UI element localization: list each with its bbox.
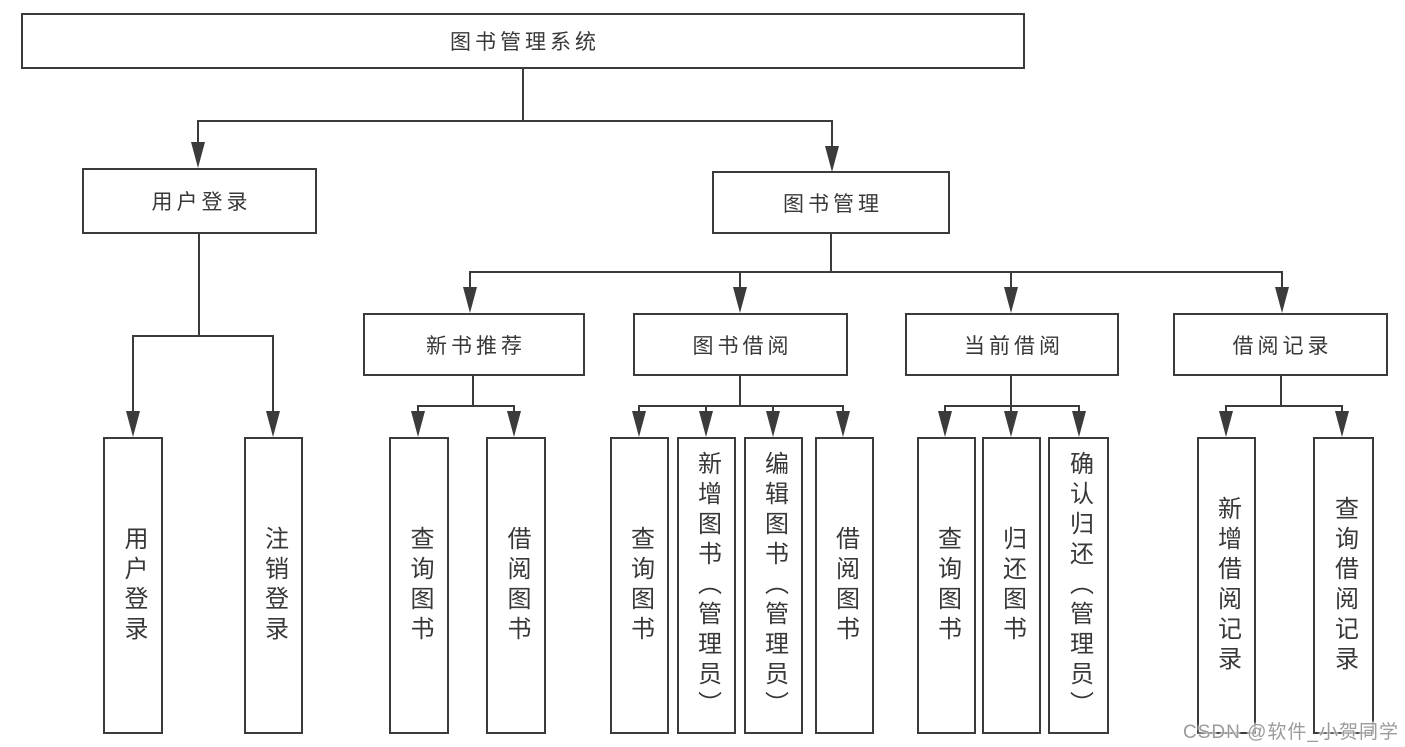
connector-line	[469, 271, 1283, 273]
watermark: CSDN @软件_小贺同学	[1183, 722, 1399, 743]
connector-line	[842, 405, 844, 414]
leaf-add-borrow-record: 新增借阅记录	[1197, 437, 1256, 734]
leaf-logout: 注销登录	[244, 437, 303, 734]
leaf-query-borrow-record: 查询借阅记录	[1313, 437, 1374, 734]
connector-line	[513, 405, 515, 414]
arrow-down-icon	[1004, 287, 1018, 313]
connector-line	[772, 405, 774, 414]
connector-line	[1225, 405, 1227, 414]
node-new-book-recommendation: 新书推荐	[363, 313, 585, 376]
connector-line	[944, 405, 1080, 407]
connector-line	[198, 234, 200, 337]
arrow-down-icon	[825, 146, 839, 172]
arrow-down-icon	[126, 411, 140, 437]
connector-line	[638, 405, 844, 407]
arrow-down-icon	[1004, 411, 1018, 437]
leaf-edit-books-admin: 编辑图书（管理员）	[744, 437, 803, 734]
connector-line	[739, 376, 741, 407]
arrow-down-icon	[1275, 287, 1289, 313]
connector-line	[522, 68, 524, 122]
arrow-down-icon	[632, 411, 646, 437]
arrow-down-icon	[766, 411, 780, 437]
leaf-user-login: 用户登录	[103, 437, 163, 734]
connector-line	[469, 271, 471, 290]
arrow-down-icon	[1335, 411, 1349, 437]
arrow-down-icon	[733, 287, 747, 313]
connector-line	[1341, 405, 1343, 414]
leaf-confirm-return-admin: 确认归还（管理员）	[1048, 437, 1109, 734]
arrow-down-icon	[266, 411, 280, 437]
leaf-add-books-admin: 新增图书（管理员）	[677, 437, 736, 734]
leaf-borrow-books-recommend: 借阅图书	[486, 437, 546, 734]
arrow-down-icon	[836, 411, 850, 437]
arrow-down-icon	[463, 287, 477, 313]
connector-line	[472, 376, 474, 407]
arrow-down-icon	[191, 142, 205, 168]
arrow-down-icon	[507, 411, 521, 437]
connector-line	[197, 120, 833, 122]
connector-line	[1010, 376, 1012, 407]
connector-line	[705, 405, 707, 414]
arrow-down-icon	[1219, 411, 1233, 437]
connector-line	[1078, 405, 1080, 414]
connector-line	[1280, 376, 1282, 407]
arrow-down-icon	[699, 411, 713, 437]
node-current-borrowing: 当前借阅	[905, 313, 1119, 376]
connector-line	[944, 405, 946, 414]
connector-line	[831, 120, 833, 149]
arrow-down-icon	[1072, 411, 1086, 437]
node-library-management-system: 图书管理系统	[21, 13, 1025, 69]
arrow-down-icon	[411, 411, 425, 437]
leaf-return-books: 归还图书	[982, 437, 1041, 734]
arrow-down-icon	[938, 411, 952, 437]
leaf-borrow-books: 借阅图书	[815, 437, 874, 734]
connector-line	[197, 120, 199, 146]
connector-line	[417, 405, 515, 407]
leaf-query-books-recommend: 查询图书	[389, 437, 449, 734]
node-borrowing-records: 借阅记录	[1173, 313, 1388, 376]
connector-line	[830, 234, 832, 273]
connector-line	[638, 405, 640, 414]
connector-line	[1225, 405, 1343, 407]
connector-line	[739, 271, 741, 290]
connector-line	[132, 335, 134, 414]
leaf-query-books-borrowing: 查询图书	[610, 437, 669, 734]
connector-line	[1010, 271, 1012, 290]
leaf-query-books-current: 查询图书	[917, 437, 976, 734]
connector-line	[132, 335, 274, 337]
node-user-login: 用户登录	[82, 168, 317, 234]
node-book-management: 图书管理	[712, 171, 950, 234]
connector-line	[1010, 405, 1012, 414]
connector-line	[272, 335, 274, 414]
node-book-borrowing: 图书借阅	[633, 313, 848, 376]
connector-line	[417, 405, 419, 414]
connector-line	[1281, 271, 1283, 290]
